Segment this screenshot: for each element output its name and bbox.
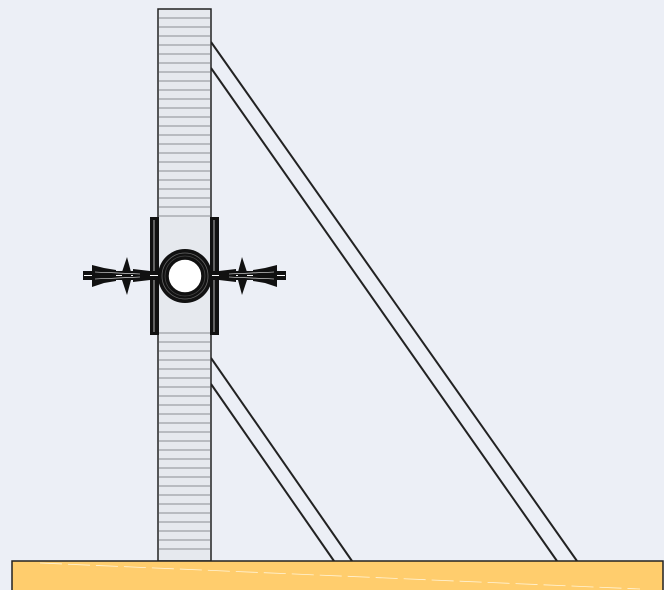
pipe-clamp xyxy=(83,217,286,335)
column-hatching xyxy=(159,17,210,550)
ground-base xyxy=(11,560,664,590)
upper-diagonal-brace xyxy=(210,41,578,562)
left-wing-nut xyxy=(92,257,150,295)
lower-diagonal-brace xyxy=(210,357,353,562)
clamp-ring xyxy=(158,249,212,303)
right-wing-nut xyxy=(219,257,277,295)
